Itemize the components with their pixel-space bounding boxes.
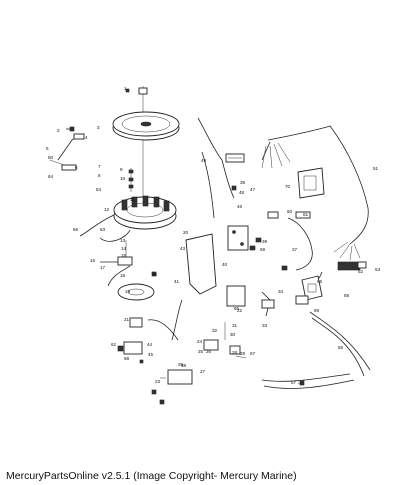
lower-harness[interactable] [261,311,371,389]
label-16: 16 [90,258,96,263]
label-39: 39 [262,239,268,244]
label-67: 67 [250,351,256,356]
label-49: 49 [201,158,207,163]
label-26: 26 [206,349,212,354]
label-24: 24 [197,339,203,344]
label-57: 57 [291,380,297,385]
label-4: 4 [85,135,88,140]
label-51: 51 [373,166,379,171]
label-25: 25 [198,349,204,354]
label-53: 53 [375,267,381,272]
label-41: 41 [174,279,180,284]
image-caption: MercuryPartsOnline v2.5.1 (Image Copyrig… [6,470,297,482]
callout-labels: 1 2 3 4 5 6 7 8 9 10 11 12 13 14 15 16 1… [46,86,381,385]
label-36: 36 [240,180,246,185]
flywheel[interactable] [112,86,180,141]
label-50: 50 [48,155,54,160]
label-8: 8 [98,173,101,178]
label-62: 62 [111,342,117,347]
label-60: 60 [287,209,293,214]
label-47: 47 [250,187,256,192]
left-cable-bracket[interactable] [49,128,85,171]
label-54: 54 [96,187,102,192]
main-harness[interactable] [261,125,369,261]
label-27: 27 [200,369,206,374]
stator-hardware[interactable] [128,168,134,192]
label-45: 45 [148,352,154,357]
lower-center-parts[interactable] [203,291,275,359]
label-20: 20 [183,230,189,235]
label-70: 70 [285,184,291,189]
label-11: 11 [130,197,135,202]
label-22: 22 [237,308,243,313]
label-42: 42 [152,272,158,277]
label-66: 66 [317,279,323,284]
label-56: 56 [73,227,79,232]
label-12: 12 [104,207,110,212]
label-15: 15 [121,253,127,258]
fasteners[interactable] [69,88,305,405]
label-65: 65 [234,306,240,311]
label-37: 37 [292,247,298,252]
label-64: 64 [48,174,54,179]
label-63: 63 [100,227,106,232]
label-18: 18 [120,273,126,278]
label-68: 68 [344,293,350,298]
label-35: 35 [178,362,184,367]
label-23: 23 [155,379,161,384]
label-34: 34 [278,289,284,294]
ignition-switch[interactable] [295,261,367,305]
label-21: 21 [124,317,130,322]
trigger-assembly[interactable] [99,229,155,301]
label-5: 5 [46,146,49,151]
label-1: 1 [124,86,127,91]
label-48: 48 [239,190,245,195]
label-52: 52 [358,269,364,274]
label-40: 40 [222,262,228,267]
lower-left-components[interactable] [117,317,193,385]
label-69: 69 [314,308,320,313]
label-43: 43 [180,246,186,251]
label-19: 19 [125,289,131,294]
module-box[interactable] [297,167,325,199]
exploded-parts-diagram: 1 2 3 4 5 6 7 8 9 10 11 12 13 14 15 16 1… [46,86,381,405]
label-30: 30 [230,332,236,337]
label-44: 44 [147,342,153,347]
label-46: 46 [237,204,243,209]
label-3: 3 [97,125,100,130]
label-14: 14 [121,246,127,251]
label-6: 6 [75,165,78,170]
label-28: 28 [232,350,238,355]
label-29: 29 [240,351,246,356]
label-31: 31 [232,323,238,328]
label-10: 10 [120,176,126,181]
label-61: 61 [303,212,309,217]
label-17: 17 [100,265,106,270]
ignition-coil-bracket[interactable] [171,225,249,341]
label-59: 59 [260,247,266,252]
label-32: 32 [212,328,218,333]
wire-harness[interactable] [197,117,245,219]
stator-assembly[interactable] [79,140,177,237]
label-13: 13 [120,238,126,243]
label-9: 9 [120,167,123,172]
label-38: 38 [181,363,187,368]
label-2: 2 [57,128,60,133]
label-33: 33 [262,323,268,328]
label-55: 55 [338,345,344,350]
label-7: 7 [98,164,101,169]
label-58: 58 [124,356,130,361]
